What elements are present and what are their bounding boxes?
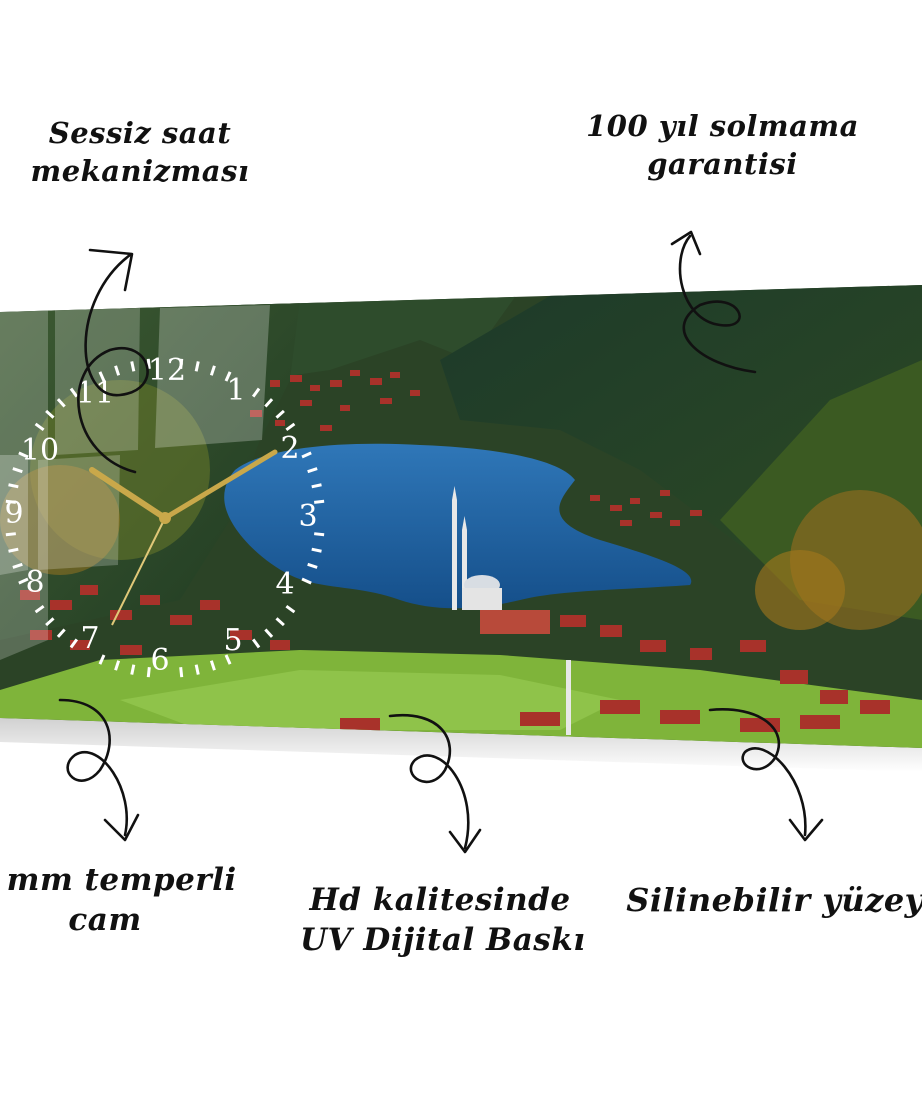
clock-tick: [224, 654, 232, 665]
hour-hand: [89, 467, 168, 521]
clock-tick: [130, 361, 136, 372]
clock-tick: [301, 451, 312, 459]
numeral-3: 3: [298, 499, 317, 534]
numeral-9: 9: [4, 496, 23, 531]
clock-tick: [34, 604, 45, 614]
clock-tick: [194, 664, 200, 675]
feature-line: 4 mm temperli: [0, 862, 237, 898]
clock-tick: [114, 365, 121, 376]
clock-tick: [314, 532, 325, 537]
feature-line: Silinebilir yüzey: [626, 881, 922, 919]
numeral-8: 8: [25, 565, 44, 600]
clock-tick: [12, 467, 23, 474]
arrow-fade-icon: [670, 230, 757, 374]
arrow-glass-icon: [58, 698, 140, 842]
clock-tick: [12, 562, 23, 569]
feature-line: 100 yıl solmama: [586, 109, 859, 143]
clock-tick: [56, 628, 66, 638]
second-hand: [111, 517, 166, 626]
numeral-6: 6: [150, 643, 169, 678]
clock-tick: [98, 371, 106, 382]
feature-hd-print: Hd kalitesinde UV Dijital Baskı: [300, 880, 586, 961]
clock-tick: [98, 654, 106, 665]
clock-tick: [34, 422, 45, 432]
feature-silent-mechanism: Sessiz saat mekanizması: [30, 115, 250, 190]
numeral-4: 4: [275, 567, 294, 602]
clock-tick: [5, 532, 16, 537]
clock-tick: [114, 660, 121, 671]
clock-tick: [69, 638, 79, 649]
numeral-12: 12: [148, 353, 186, 388]
clock-tick: [285, 422, 296, 432]
clock-tick: [8, 547, 19, 553]
feature-line: cam: [68, 902, 142, 939]
numeral-10: 10: [21, 433, 59, 468]
numeral-2: 2: [280, 431, 299, 466]
numeral-1: 1: [226, 373, 245, 408]
arrow-hd-icon: [388, 713, 482, 854]
clock-tick: [224, 371, 232, 382]
arrow-silent-icon: [77, 248, 149, 474]
feature-tempered-glass: 4 mm temperli cam: [0, 860, 240, 941]
clock-tick: [264, 628, 274, 638]
clock-tick: [18, 451, 29, 459]
minute-hand: [162, 449, 278, 521]
clock-tick: [18, 577, 29, 585]
clock-tick: [69, 387, 79, 398]
clock-tick: [301, 577, 312, 585]
clock-tick: [56, 398, 66, 408]
feature-line: UV Dijital Baskı: [300, 922, 586, 959]
clock-tick: [179, 358, 184, 369]
feature-wipeable: Silinebilir yüzey: [625, 880, 922, 922]
clock-tick: [264, 398, 274, 408]
clock-hands: [89, 449, 278, 626]
clock-tick: [251, 387, 261, 398]
clock-tick: [307, 467, 318, 474]
clock-ticks: [5, 358, 325, 678]
clock-tick: [311, 547, 322, 553]
clock-tick: [45, 617, 55, 627]
clock-tick: [130, 664, 136, 675]
clock-tick: [275, 617, 285, 627]
feature-fade-guarantee: 100 yıl solmama garantisi: [585, 108, 860, 183]
arrow-wipe-icon: [708, 708, 824, 842]
clock-tick: [209, 365, 216, 376]
clock-tick: [8, 483, 19, 489]
clock-tick: [45, 409, 55, 419]
feature-line: mekanizması: [30, 153, 250, 188]
clock-tick: [311, 483, 322, 489]
clock-tick: [275, 409, 285, 419]
clock-tick: [314, 499, 325, 504]
clock-tick: [307, 562, 318, 569]
clock-tick: [146, 358, 151, 369]
feature-line: Hd kalitesinde: [309, 882, 571, 918]
clock-center: [159, 512, 171, 524]
clock-tick: [251, 638, 261, 649]
clock-tick: [285, 604, 296, 614]
clock-tick: [5, 499, 16, 504]
numeral-5: 5: [223, 623, 242, 658]
clock-tick: [194, 361, 200, 372]
numeral-7: 7: [80, 621, 99, 656]
clock-tick: [179, 667, 184, 678]
feature-line: Sessiz saat: [48, 116, 232, 150]
feature-line: garantisi: [647, 146, 798, 181]
clock-tick: [209, 660, 216, 671]
clock-tick: [146, 667, 151, 678]
